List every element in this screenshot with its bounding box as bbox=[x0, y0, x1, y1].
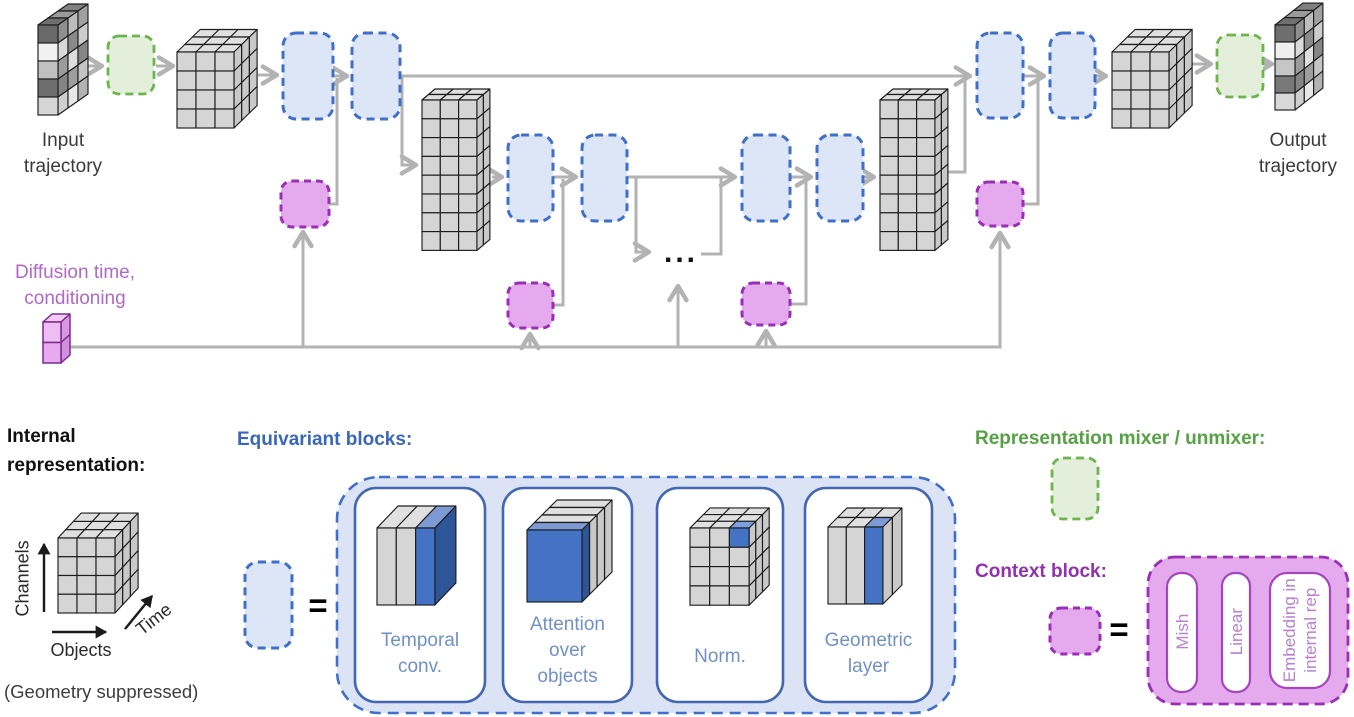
context-block-mid-1 bbox=[506, 281, 555, 330]
norm-tensor bbox=[689, 507, 770, 606]
flow-line bbox=[947, 77, 967, 174]
internal-representation-title: Internal representation: bbox=[7, 426, 146, 476]
more-levels-ellipsis: ... bbox=[663, 236, 698, 269]
flow-line bbox=[632, 177, 652, 263]
mid-right-representation-tensor bbox=[879, 88, 949, 251]
equivariant-legend-key-block bbox=[243, 560, 294, 650]
geometric-layer-tensor bbox=[827, 507, 903, 605]
input-trajectory-tensor bbox=[37, 3, 89, 116]
geometry-suppressed-note: (Geometry suppressed) bbox=[4, 681, 199, 702]
equivariant-blocks-title: Equivariant blocks: bbox=[237, 429, 413, 450]
time-axis-arrow bbox=[124, 594, 153, 630]
mish-pill bbox=[1165, 571, 1199, 694]
linear-pill bbox=[1220, 571, 1252, 694]
attention-tensor bbox=[526, 499, 613, 603]
blocks bbox=[106, 31, 1350, 715]
mixer-legend-block bbox=[1050, 456, 1100, 521]
output-trajectory-tensor bbox=[1274, 2, 1324, 111]
flow-line bbox=[553, 179, 565, 307]
equivariant-equals-sign: = bbox=[308, 587, 328, 624]
context-block-dec bbox=[975, 180, 1025, 228]
linear-label: Linear bbox=[1226, 608, 1246, 656]
context-block-mid-2 bbox=[740, 281, 792, 327]
embedding-label: Embedding in internal rep bbox=[1279, 578, 1320, 683]
flow-line bbox=[399, 76, 419, 176]
encoder-representation-tensor bbox=[176, 28, 258, 129]
conditioning-label: Diffusion time, conditioning bbox=[14, 262, 136, 310]
norm-label: Norm. bbox=[694, 646, 746, 667]
flow-lines bbox=[60, 53, 1275, 643]
objects-axis-label: Objects bbox=[50, 640, 112, 660]
embedding-pill bbox=[1268, 571, 1332, 690]
context-block-title: Context block: bbox=[975, 561, 1107, 582]
decoder-representation-tensor bbox=[1111, 28, 1193, 129]
equivariant-block-enc-2 bbox=[350, 31, 402, 121]
mixer-block-input bbox=[106, 34, 156, 96]
axis-arrows bbox=[37, 542, 153, 639]
equivariant-block-dec-2 bbox=[1048, 31, 1097, 120]
equivariant-block-mid-3 bbox=[740, 133, 792, 223]
temporal-conv-label: Temporal conv. bbox=[380, 630, 460, 678]
mixer-block-output bbox=[1215, 33, 1265, 99]
channels-axis-label: Channels bbox=[12, 540, 33, 617]
input-trajectory-label: Input trajectory bbox=[23, 130, 103, 178]
mid-left-representation-tensor bbox=[421, 88, 491, 251]
context-block-enc bbox=[279, 179, 331, 229]
context-equals-sign: = bbox=[1109, 611, 1129, 648]
mixer-title: Representation mixer / unmixer: bbox=[975, 428, 1266, 449]
equivariant-block-dec-1 bbox=[975, 31, 1025, 120]
attention-label: Attention over objects bbox=[530, 614, 605, 688]
equivariant-legend-container bbox=[335, 475, 957, 715]
equivariant-block-mid-1 bbox=[506, 133, 555, 223]
temporal-conv-tensor bbox=[376, 505, 457, 606]
flow-line bbox=[790, 179, 808, 306]
diffusion-conditioning-tensor bbox=[42, 313, 71, 364]
conditioning-line bbox=[60, 230, 1011, 349]
equivariant-block-enc-1 bbox=[281, 31, 335, 121]
internal-representation-tensor bbox=[57, 512, 139, 614]
equivariant-block-mid-4 bbox=[815, 133, 865, 223]
equivariant-block-mid-2 bbox=[580, 133, 629, 223]
context-legend-key-block bbox=[1048, 606, 1102, 656]
flow-line bbox=[1023, 79, 1040, 206]
flow-line bbox=[329, 78, 339, 206]
output-trajectory-label: Output trajectory bbox=[1258, 130, 1338, 178]
flow-line bbox=[701, 178, 723, 256]
mish-label: Mish bbox=[1172, 613, 1192, 650]
geometric-layer-label: Geometric layer bbox=[824, 630, 913, 678]
